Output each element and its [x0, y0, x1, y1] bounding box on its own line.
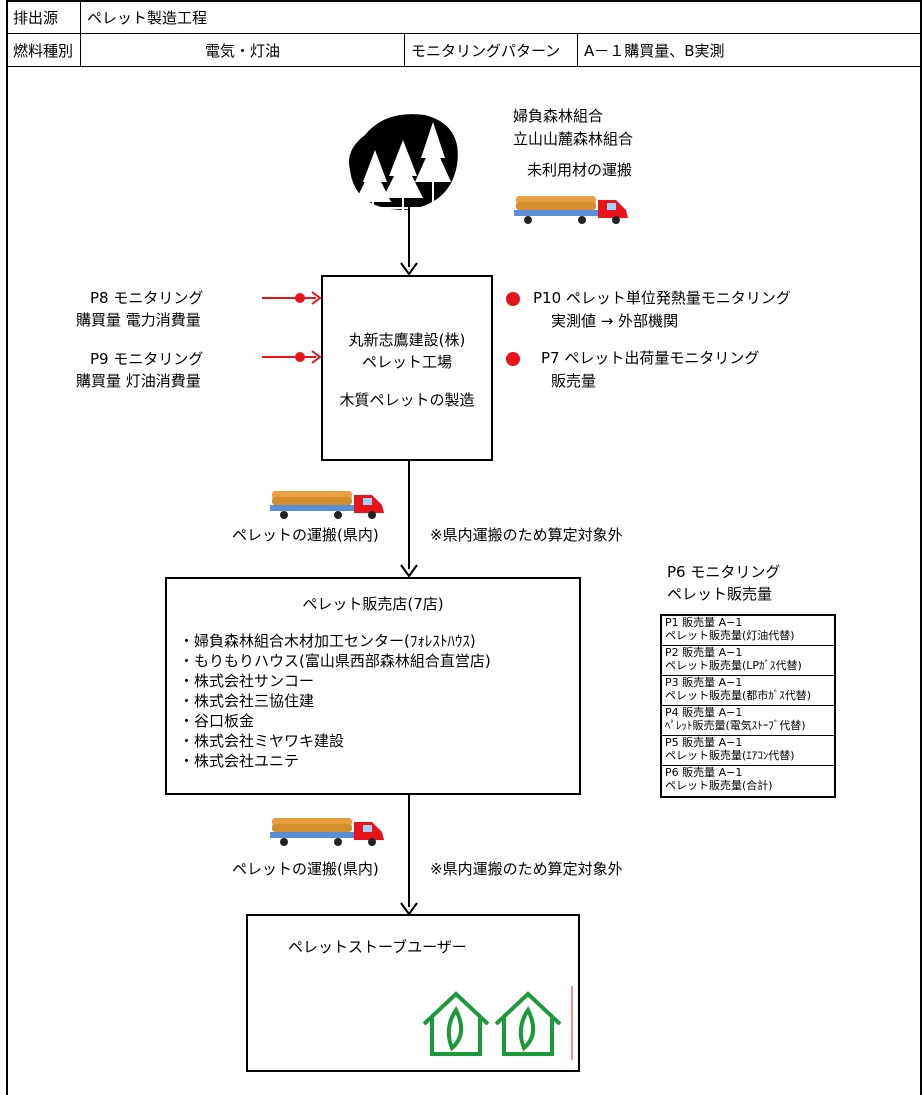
- truck-icon-2: [270, 491, 384, 519]
- store-box: ペレット販売店(7店) ・婦負森林組合木材加工センター(ﾌｫﾚｽﾄﾊｳｽ) ・も…: [165, 577, 581, 795]
- transport2-label: ペレットの運搬(県内): [232, 860, 379, 878]
- arrowhead-1: [400, 262, 418, 276]
- p7-title: P7 ペレット出荷量モニタリング: [541, 349, 760, 367]
- arrow-factory-to-store: [408, 461, 410, 569]
- factory-process: 木質ペレットの製造: [339, 391, 475, 409]
- sales-row-code: P1 販売量 A−1: [665, 616, 743, 629]
- forest-icon: [349, 114, 458, 210]
- arrow-store-to-user: [408, 795, 410, 907]
- forest-org2: 立山山麓森林組合: [513, 130, 634, 148]
- truck-icon: [514, 196, 628, 224]
- sales-row-code: P3 販売量 A−1: [665, 676, 743, 689]
- transport2-note: ※県内運搬のため算定対象外: [430, 860, 623, 878]
- arrow-forest-to-factory: [408, 205, 410, 267]
- sales-row-desc: ペレット販売量(都市ｶﾞｽ代替): [665, 689, 812, 702]
- sales-row: P5 販売量 A−1 ペレット販売量(ｴｱｺﾝ代替): [662, 736, 834, 766]
- p8-detail: 購買量 電力消費量: [76, 311, 201, 329]
- sales-row-code: P2 販売量 A−1: [665, 646, 743, 659]
- sales-row-code: P4 販売量 A−1: [665, 706, 743, 719]
- truck-icon-3: [270, 818, 384, 846]
- p6-subtitle: ペレット販売量: [667, 585, 773, 603]
- p7-detail: 販売量: [551, 372, 597, 390]
- transport1-label: ペレットの運搬(県内): [232, 526, 379, 544]
- source-value: ペレット製造工程: [80, 0, 922, 34]
- sales-row-desc: ペレット販売量(ｴｱｺﾝ代替): [665, 749, 795, 762]
- p10-dot: [506, 292, 520, 306]
- store-item: ・株式会社三協住建: [179, 692, 315, 710]
- p9-detail: 購買量 灯油消費量: [76, 372, 201, 390]
- p10-title: P10 ペレット単位発熱量モニタリング: [533, 289, 791, 307]
- red-input-arrows: [262, 291, 322, 364]
- sales-row-desc: ペレット販売量(合計): [665, 779, 773, 792]
- house-pellet-icon: [416, 982, 576, 1062]
- store-item: ・もりもりハウス(富山県西部森林組合直営店): [179, 652, 491, 670]
- fuel-label: 燃料種別: [6, 33, 81, 67]
- forest-org1: 婦負森林組合: [513, 107, 604, 125]
- fuel-value: 電気・灯油: [80, 33, 405, 67]
- p7-dot: [506, 352, 520, 366]
- sales-row-desc: ﾍﾟﾚｯﾄ販売量(電気ｽﾄｰﾌﾞ代替): [665, 719, 806, 732]
- header-table: 排出源 ペレット製造工程 燃料種別 電気・灯油 モニタリングパターン A－１購買…: [6, 0, 922, 67]
- pattern-label: モニタリングパターン: [404, 33, 578, 67]
- store-item: ・株式会社ミヤワキ建設: [179, 732, 345, 750]
- p6-sales-table: P1 販売量 A−1 ペレット販売量(灯油代替) P2 販売量 A−1 ペレット…: [660, 614, 836, 798]
- sales-row-desc: ペレット販売量(LPｶﾞｽ代替): [665, 659, 802, 672]
- store-item: ・株式会社サンコー: [179, 672, 315, 690]
- sales-row: P6 販売量 A−1 ペレット販売量(合計): [662, 766, 834, 796]
- user-title: ペレットストーブユーザー: [288, 938, 467, 956]
- p10-detail: 実測値 → 外部機関: [551, 312, 679, 330]
- store-list: ・婦負森林組合木材加工センター(ﾌｫﾚｽﾄﾊｳｽ) ・もりもりハウス(富山県西部…: [179, 631, 491, 771]
- store-item: ・谷口板金: [179, 712, 255, 730]
- sales-row: P4 販売量 A−1 ﾍﾟﾚｯﾄ販売量(電気ｽﾄｰﾌﾞ代替): [662, 706, 834, 736]
- p8-title: P8 モニタリング: [90, 289, 204, 307]
- transport1-note: ※県内運搬のため算定対象外: [430, 526, 623, 544]
- factory-name: 丸新志鷹建設(株): [348, 331, 466, 349]
- store-item: ・婦負森林組合木材加工センター(ﾌｫﾚｽﾄﾊｳｽ): [179, 632, 476, 650]
- store-title: ペレット販売店(7店): [302, 595, 444, 613]
- sales-row: P3 販売量 A−1 ペレット販売量(都市ｶﾞｽ代替): [662, 676, 834, 706]
- sales-row: P2 販売量 A−1 ペレット販売量(LPｶﾞｽ代替): [662, 646, 834, 676]
- sales-row-desc: ペレット販売量(灯油代替): [665, 629, 795, 642]
- sales-row: P1 販売量 A−1 ペレット販売量(灯油代替): [662, 616, 834, 646]
- p6-title: P6 モニタリング: [667, 563, 781, 581]
- sales-row-code: P6 販売量 A−1: [665, 766, 743, 779]
- arrowhead-2: [400, 564, 418, 578]
- pattern-value: A－１購買量、B実測: [577, 33, 922, 67]
- user-box: ペレットストーブユーザー: [246, 914, 580, 1072]
- forest-transport-label: 未利用材の運搬: [527, 161, 633, 179]
- p9-title: P9 モニタリング: [90, 350, 204, 368]
- source-label: 排出源: [6, 0, 81, 34]
- sales-row-code: P5 販売量 A−1: [665, 736, 743, 749]
- factory-plant: ペレット工場: [361, 353, 452, 371]
- store-item: ・株式会社ユニテ: [179, 752, 300, 770]
- factory-box: 丸新志鷹建設(株) ペレット工場 木質ペレットの製造: [321, 275, 493, 461]
